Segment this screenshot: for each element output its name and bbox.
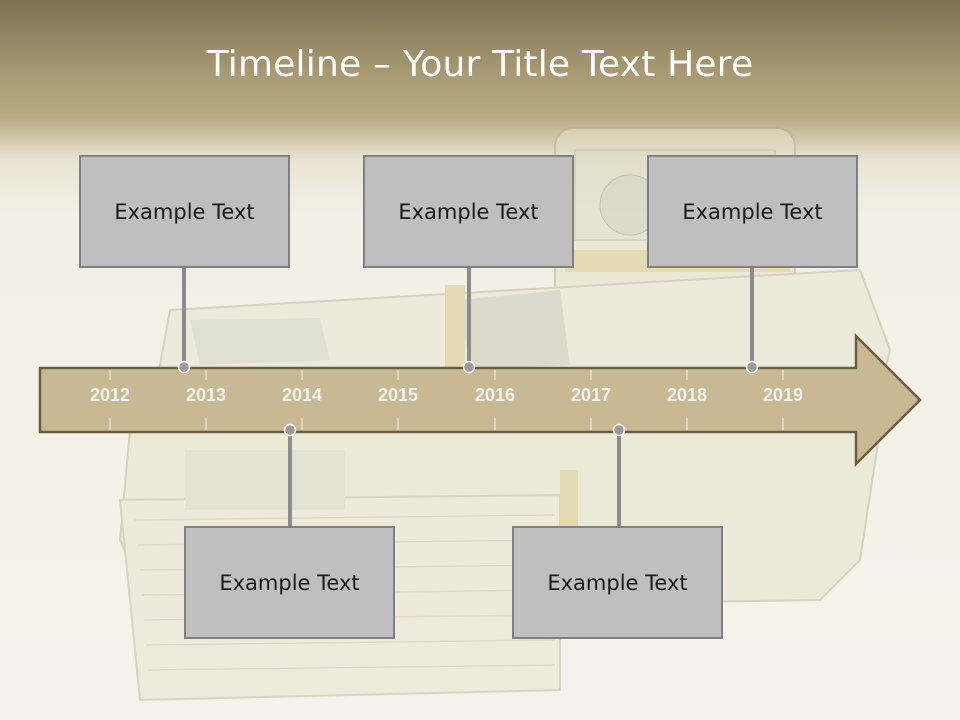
year-label-2014: 2014 bbox=[281, 385, 323, 405]
callout-bottom-1[interactable]: Example Text bbox=[184, 526, 395, 639]
callout-text: Example Text bbox=[682, 199, 823, 224]
marker-dot-5 bbox=[612, 423, 626, 437]
marker-dot-3 bbox=[745, 360, 759, 374]
timeline-arrow bbox=[38, 332, 922, 468]
marker-dot-1 bbox=[177, 360, 191, 374]
marker-dot-4 bbox=[283, 423, 297, 437]
year-label-2016: 2016 bbox=[474, 385, 516, 405]
callout-top-3[interactable]: Example Text bbox=[647, 155, 858, 268]
year-label-2018: 2018 bbox=[666, 385, 708, 405]
marker-dot-2 bbox=[462, 360, 476, 374]
year-label-2015: 2015 bbox=[377, 385, 419, 405]
callout-top-1[interactable]: Example Text bbox=[79, 155, 290, 268]
year-label-2012: 2012 bbox=[89, 385, 131, 405]
year-label-2013: 2013 bbox=[185, 385, 227, 405]
slide-title: Timeline – Your Title Text Here bbox=[206, 44, 754, 85]
year-label-2019: 2019 bbox=[762, 385, 804, 405]
callout-text: Example Text bbox=[398, 199, 539, 224]
callout-text: Example Text bbox=[219, 570, 360, 595]
callout-bottom-2[interactable]: Example Text bbox=[512, 526, 723, 639]
callout-top-2[interactable]: Example Text bbox=[363, 155, 574, 268]
callout-text: Example Text bbox=[114, 199, 255, 224]
callout-text: Example Text bbox=[547, 570, 688, 595]
year-label-2017: 2017 bbox=[570, 385, 612, 405]
